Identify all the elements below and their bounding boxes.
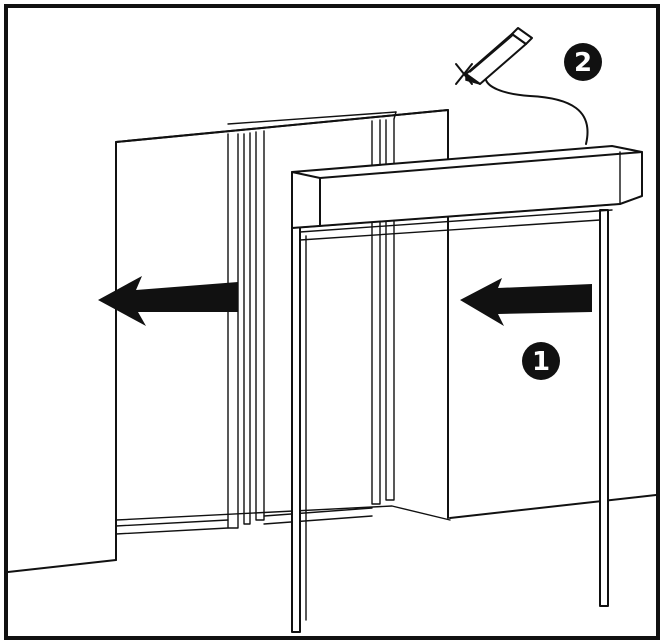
arrow-left-icon [460,278,592,326]
existing-door-frame [115,109,449,535]
shutter-box [291,145,643,233]
step-badge-2-label: 2 [574,48,592,78]
cable [485,79,589,145]
new-frame-posts [291,209,609,633]
diagram-border [4,4,660,640]
arrow-left-icon [98,276,238,326]
floor-line-left [7,519,117,573]
step-badge-2: 2 [564,43,602,81]
floor-line-right [449,494,657,519]
step-badge-1-label: 1 [532,347,550,377]
step-badge-1: 1 [522,342,560,380]
pencil-icon [465,27,533,85]
